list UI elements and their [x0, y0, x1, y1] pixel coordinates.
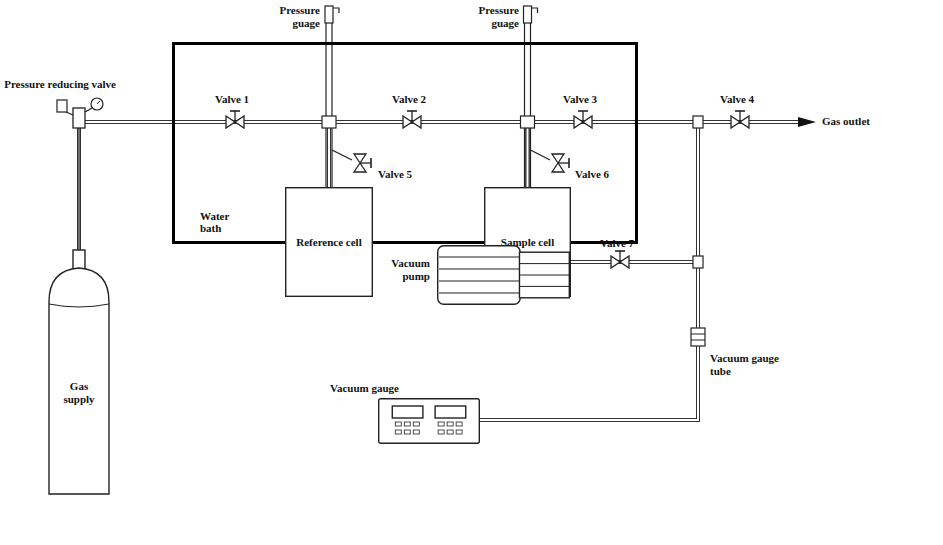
node-label: Water bath	[200, 210, 250, 235]
pressure-gauge	[322, 6, 339, 187]
node-label: Gas supply	[55, 380, 103, 405]
reference-cell: Reference cell	[285, 187, 373, 297]
outlet-pipe	[693, 116, 816, 128]
valve-symbol	[574, 111, 592, 128]
vacuum-gauge-tube	[691, 328, 705, 346]
vacuum-pump: Vacuum pump	[437, 245, 570, 305]
pressure-gauge	[521, 6, 538, 187]
node-label: Reference cell	[296, 236, 361, 249]
valve-label: Valve 3	[563, 93, 613, 106]
valve-label: Valve 4	[720, 93, 770, 106]
valve-label: Valve 2	[392, 93, 442, 106]
gauge-label: Pressure guage	[252, 4, 320, 29]
pipe-bore	[329, 122, 528, 187]
part-label: Gas outlet	[822, 115, 902, 128]
pipe-wall	[329, 122, 528, 187]
valve-label: Valve 7	[600, 237, 650, 250]
node-outline	[437, 245, 570, 305]
node-outline	[378, 398, 480, 444]
valve-symbol	[403, 111, 421, 128]
gas-cylinder: Gas supply	[48, 250, 110, 495]
part-label: Vacuum gauge tube	[710, 352, 780, 377]
valve-symbol	[354, 154, 371, 172]
node-label: Vacuum gauge	[330, 382, 399, 395]
gauge-label: Pressure guage	[451, 4, 519, 29]
valve-symbol	[552, 154, 569, 172]
valve-label: Valve 5	[378, 168, 428, 181]
valve-symbol	[611, 251, 629, 268]
pressure-reducing-valve	[57, 98, 103, 255]
valve-label: Valve 1	[215, 93, 265, 106]
vacuum-gauge: Vacuum gauge	[378, 398, 480, 444]
water-bath: Water bathReference cellSample cell	[172, 42, 638, 244]
tee-fitting	[693, 256, 703, 268]
node-outline	[48, 250, 110, 495]
part-label: Pressure reducing valve	[4, 78, 116, 91]
valve-symbol	[731, 111, 749, 128]
pipe-connector	[329, 122, 528, 187]
valve-symbol	[226, 111, 244, 128]
valve-label: Valve 6	[575, 168, 625, 181]
node-label: Vacuum pump	[374, 257, 430, 282]
